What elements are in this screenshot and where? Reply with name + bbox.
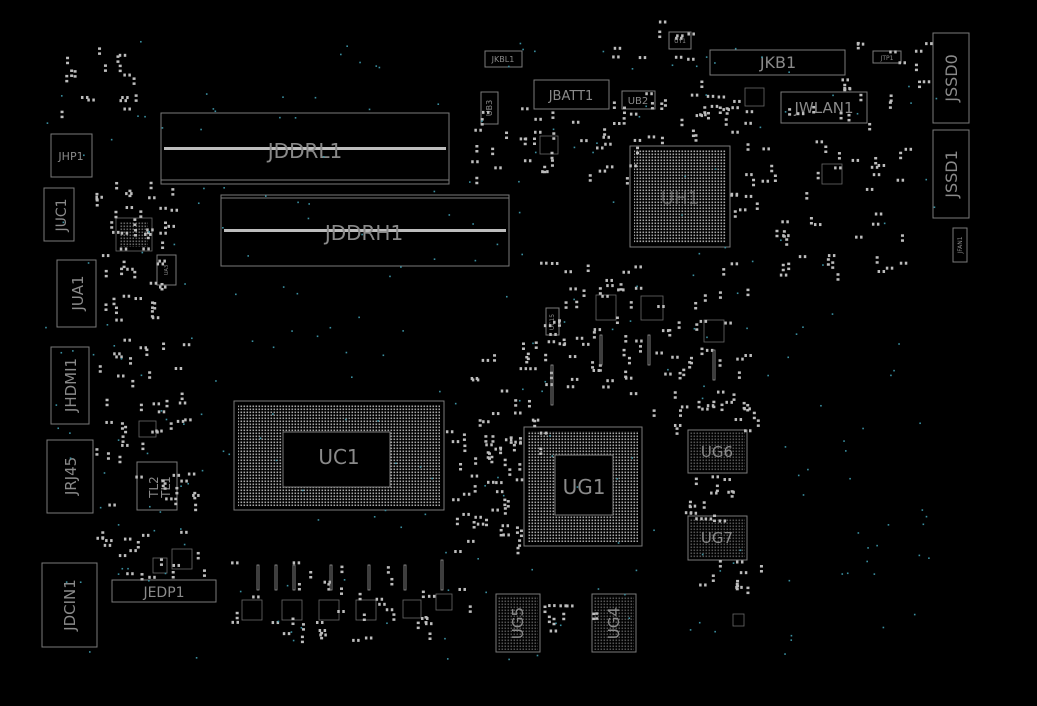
uc15-chip: UC15 xyxy=(545,307,560,336)
uh1-chip: UH1 xyxy=(629,145,731,248)
ug1-label: UG1 xyxy=(563,475,606,499)
tl-transformer: TL2 TL1 xyxy=(136,461,178,511)
jhdmi1-connector: JHDMI1 xyxy=(50,346,90,425)
jua1-label: JUA1 xyxy=(69,275,87,311)
ua3-chip: UA3 xyxy=(156,254,177,286)
jssd1-connector: JSSD1 xyxy=(932,129,970,219)
ug6-label: UG6 xyxy=(701,443,733,461)
ug4-chip: UG4 xyxy=(591,593,637,653)
jbatt1-label: JBATT1 xyxy=(548,89,594,104)
uc1-label: UC1 xyxy=(318,445,359,469)
qfn-chips xyxy=(115,87,843,627)
jkb1-connector: JKB1 xyxy=(709,49,846,76)
uy1-chip: UY1 xyxy=(668,31,692,50)
jddrl1-slot: JDDRL1 xyxy=(160,112,450,185)
ug5-label: UG5 xyxy=(509,607,527,639)
uy1-label: UY1 xyxy=(674,38,686,45)
jssd0-connector: JSSD0 xyxy=(932,32,970,124)
jrj45-connector: JRJ45 xyxy=(46,439,94,514)
jhp1-connector: JHP1 xyxy=(50,133,93,178)
ub3-chip: UB3 xyxy=(480,91,499,125)
jkbl1-label: JKBL1 xyxy=(491,55,515,64)
jfan-label: JFAN1 xyxy=(957,236,964,254)
ug5-chip: UG5 xyxy=(495,593,541,653)
jdcin1-connector: JDCIN1 xyxy=(41,562,98,648)
juc1-connector: JUC1 xyxy=(43,187,75,242)
ub2-chip: UB2 xyxy=(621,90,656,110)
jrj45-label: JRJ45 xyxy=(62,457,80,496)
jddrh1-label: JDDRH1 xyxy=(323,221,403,245)
passive-components xyxy=(60,20,933,644)
ug7-chip: UG7 xyxy=(687,515,748,561)
uh1-label: UH1 xyxy=(661,188,699,209)
jddrh1-slot: JDDRH1 xyxy=(220,194,510,267)
ug6-chip: UG6 xyxy=(687,429,748,474)
jedp1-label: JEDP1 xyxy=(142,585,184,601)
tl2-label: TL2 xyxy=(147,476,161,499)
jwlan1-connector: JWLAN1 xyxy=(780,91,868,124)
ub3-label: UB3 xyxy=(485,100,494,116)
ug1-chip: UG1 xyxy=(523,426,643,547)
jtp-label: JTP1 xyxy=(880,55,894,62)
jtp-connector: JTP1 xyxy=(872,50,902,64)
ug4-label: UG4 xyxy=(605,607,623,639)
jssd0-label: JSSD0 xyxy=(942,54,961,103)
jbatt1-connector: JBATT1 xyxy=(533,79,610,110)
jddrl1-label: JDDRL1 xyxy=(266,139,342,163)
jkbl1-connector: JKBL1 xyxy=(484,50,523,68)
jkb1-label: JKB1 xyxy=(759,53,796,72)
jhp1-label: JHP1 xyxy=(57,150,83,163)
uc15-label: UC15 xyxy=(549,314,556,330)
ua3-label: UA3 xyxy=(164,265,170,275)
jdcin1-label: JDCIN1 xyxy=(61,579,79,632)
jedp1-connector: JEDP1 xyxy=(111,579,217,603)
jssd1-label: JSSD1 xyxy=(942,150,961,199)
jua1-connector: JUA1 xyxy=(56,259,97,328)
jhdmi1-label: JHDMI1 xyxy=(62,358,80,413)
vias xyxy=(45,40,938,661)
ub2-label: UB2 xyxy=(628,96,649,107)
juc1-label: JUC1 xyxy=(54,198,70,232)
jwlan1-label: JWLAN1 xyxy=(794,99,854,117)
ug7-label: UG7 xyxy=(701,529,733,547)
jfan-connector: JFAN1 xyxy=(952,227,968,263)
uc1-chip: UC1 xyxy=(233,400,445,511)
